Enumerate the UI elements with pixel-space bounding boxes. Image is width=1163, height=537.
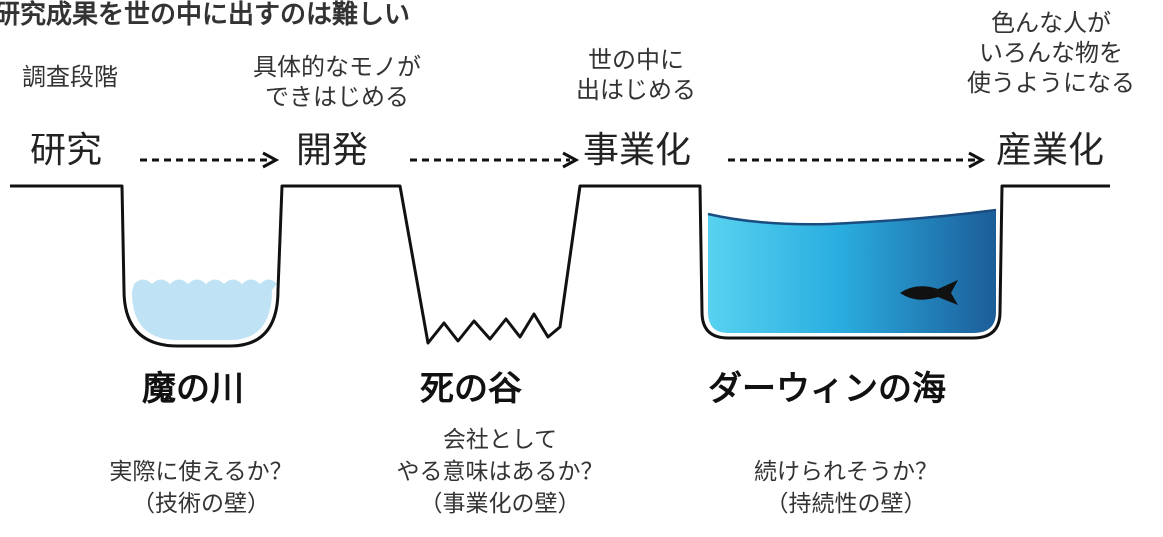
stage-research: 研究	[30, 130, 103, 171]
stage-note-research: 調査段階	[22, 63, 118, 91]
stage-note-commercialization-line-2: 出はじめる	[576, 76, 696, 104]
gap-question-valley-of-death-line-3: （事業化の壁）	[419, 491, 581, 517]
gap-question-darwinian-sea-line-1: 続けられそうか？	[754, 459, 938, 485]
arrow-development-to-commercialization	[410, 151, 580, 169]
stage-note-development-line-1: 具体的なモノが	[253, 53, 421, 81]
gap-valley-of-death: 死の谷	[420, 369, 522, 409]
stage-note-development-line-2: できはじめる	[265, 83, 409, 111]
gap-question-devils-river-line-2: （技術の壁）	[132, 491, 270, 517]
stage-note-industrialization-line-1: 色んな人が	[991, 9, 1111, 37]
gap-question-devils-river: 実際に使えるか？ （技術の壁）	[70, 456, 332, 520]
sea-water	[708, 210, 996, 333]
stage-note-commercialization-line-1: 世の中に	[588, 46, 684, 74]
gap-darwinian-sea: ダーウィンの海	[708, 369, 946, 409]
river-water	[132, 279, 277, 340]
gap-question-valley-of-death-line-1: 会社として	[442, 427, 558, 453]
stage-note-development: 具体的なモノが できはじめる	[232, 52, 442, 112]
stage-industrialization: 産業化	[996, 130, 1105, 171]
diagram-title: 研究成果を世の中に出すのは難しい	[0, 0, 411, 30]
gap-devils-river: 魔の川	[142, 369, 244, 409]
arrow-research-to-development	[140, 151, 280, 169]
gap-question-valley-of-death: 会社として やる意味はあるか？ （事業化の壁）	[356, 424, 644, 520]
sea-surface-line	[707, 208, 997, 226]
gap-question-devils-river-line-1: 実際に使えるか？	[109, 459, 293, 485]
arrow-commercialization-to-industrialization	[728, 151, 986, 169]
gap-question-darwinian-sea: 続けられそうか？ （持続性の壁）	[706, 456, 986, 520]
ground-profile-line	[10, 184, 1110, 348]
stage-note-industrialization: 色んな人が いろんな物を 使うようになる	[940, 8, 1162, 98]
stage-note-commercialization: 世の中に 出はじめる	[556, 45, 716, 105]
stage-commercialization: 事業化	[583, 130, 692, 171]
fish-icon	[900, 280, 958, 305]
gap-question-valley-of-death-line-2: やる意味はあるか？	[396, 459, 604, 485]
stage-note-industrialization-line-3: 使うようになる	[967, 69, 1135, 97]
gap-question-darwinian-sea-line-2: （持続性の壁）	[765, 491, 927, 517]
stage-note-industrialization-line-2: いろんな物を	[979, 39, 1123, 67]
stage-development: 開発	[296, 130, 369, 171]
